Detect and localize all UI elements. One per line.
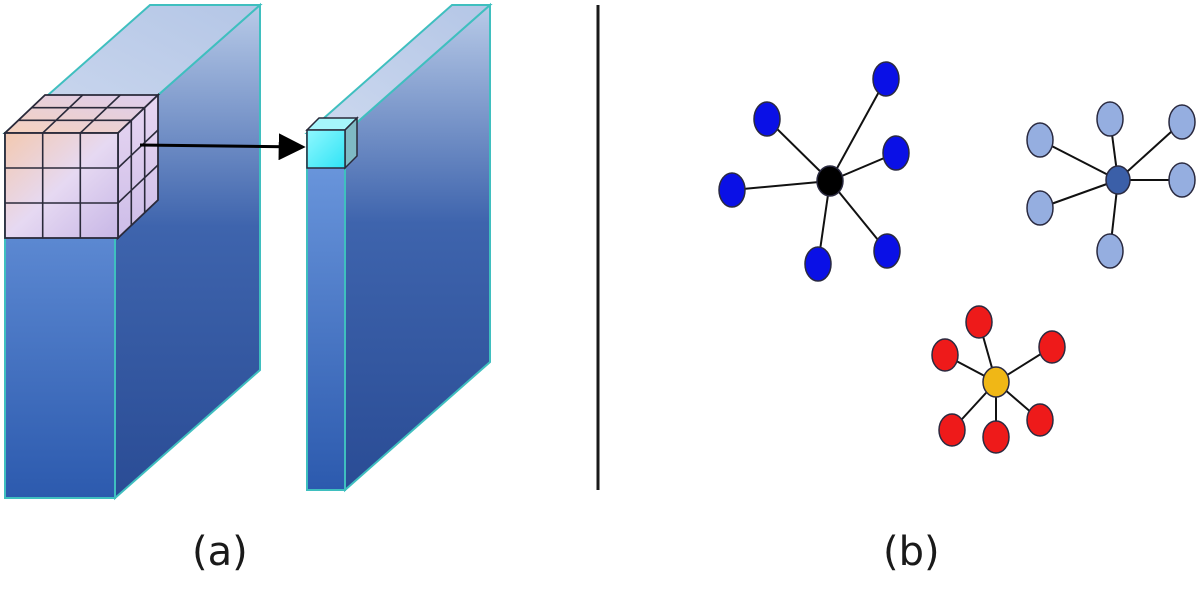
cluster-3-leaf-node bbox=[1026, 403, 1054, 437]
cluster-2-center-node bbox=[1105, 165, 1131, 195]
kernel-grid-lines bbox=[5, 94, 159, 238]
cluster-2 bbox=[1026, 101, 1196, 269]
cluster-3-leaf-node bbox=[982, 420, 1010, 454]
output-block-side bbox=[344, 2, 491, 493]
convolution-arrow bbox=[139, 133, 306, 161]
cluster-3-leaf-node bbox=[931, 338, 959, 372]
graph-clusters bbox=[718, 61, 1196, 454]
cluster-1-leaf-node bbox=[718, 172, 746, 208]
kernel-cube bbox=[2, 92, 161, 241]
cluster-1-leaf-node bbox=[872, 61, 900, 97]
cluster-1-leaf-node bbox=[753, 101, 781, 137]
cluster-1-leaf-node bbox=[882, 135, 910, 171]
kernel-cube-front bbox=[4, 132, 119, 239]
output-feature-map bbox=[304, 2, 493, 493]
cluster-1-center-node bbox=[816, 165, 844, 197]
cluster-2-leaf-node bbox=[1168, 104, 1196, 140]
input-feature-map bbox=[2, 2, 263, 501]
output-cell bbox=[305, 116, 359, 170]
cluster-3-leaf-node bbox=[938, 413, 966, 447]
cluster-3-leaf-node bbox=[965, 305, 993, 339]
cluster-3-leaf-node bbox=[1038, 330, 1066, 364]
cluster-2-leaf-node bbox=[1026, 122, 1054, 158]
output-cell-front bbox=[306, 129, 346, 169]
cluster-1-leaf-node bbox=[873, 233, 901, 269]
caption-a: (a) bbox=[192, 529, 248, 575]
cluster-3-center-node bbox=[982, 366, 1010, 398]
cluster-2-leaf-node bbox=[1168, 162, 1196, 198]
cluster-1-leaf-node bbox=[804, 246, 832, 282]
caption-b: (b) bbox=[883, 529, 940, 575]
cluster-3 bbox=[931, 305, 1066, 454]
cluster-1-edge bbox=[829, 78, 887, 182]
cluster-1 bbox=[718, 61, 910, 282]
cluster-2-leaf-node bbox=[1026, 190, 1054, 226]
cluster-2-edge bbox=[1039, 139, 1119, 181]
cluster-2-leaf-node bbox=[1096, 233, 1124, 269]
output-block-front bbox=[306, 132, 346, 491]
cluster-1-edge bbox=[731, 180, 831, 191]
cluster-2-leaf-node bbox=[1096, 101, 1124, 137]
